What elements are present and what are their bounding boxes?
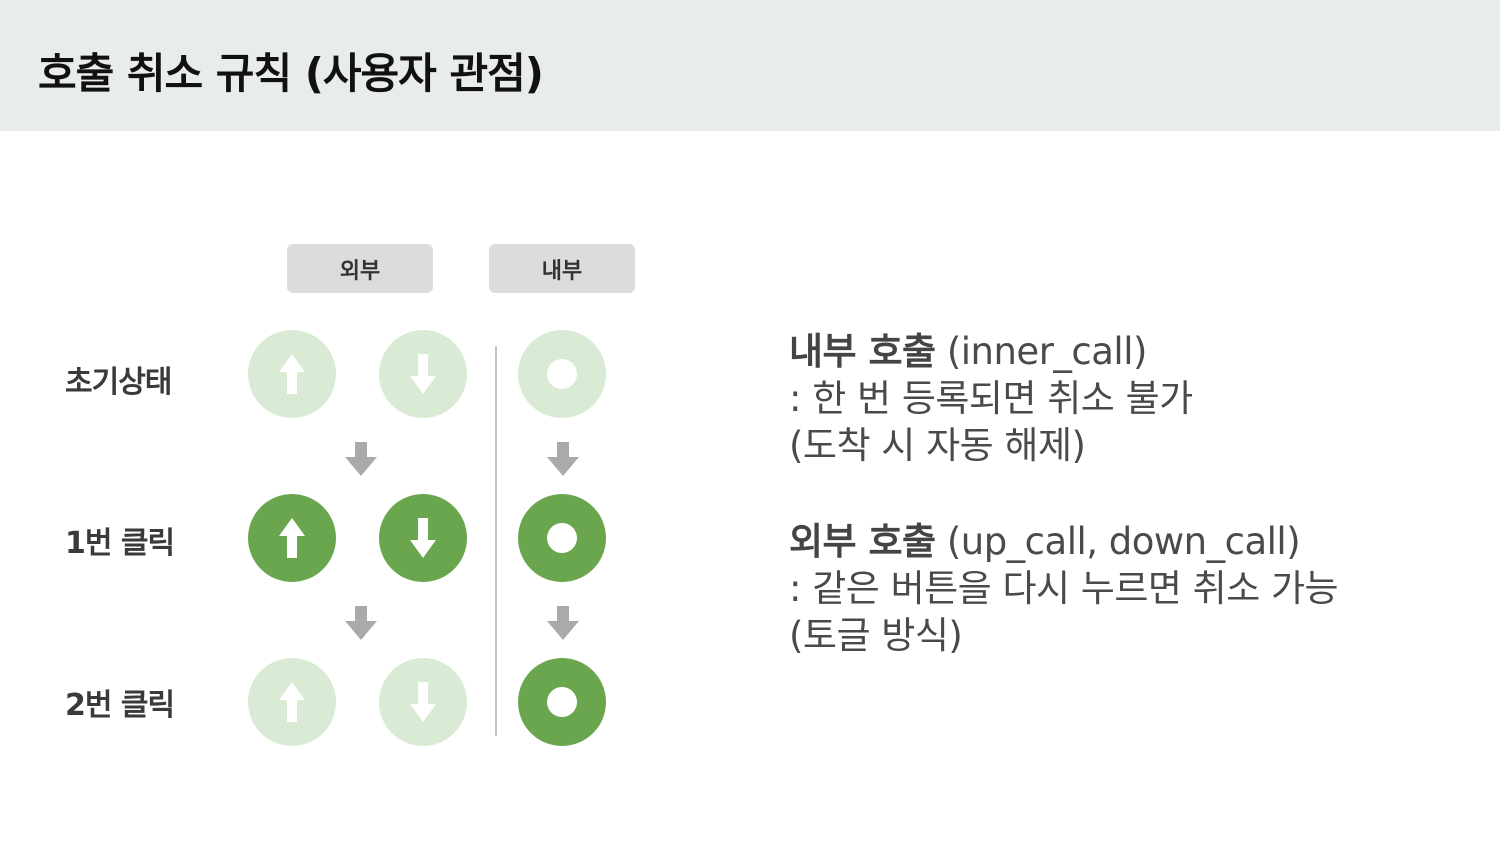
inner-call-rule: : 한 번 등록되면 취소 불가 xyxy=(789,377,1193,420)
outer-up-button-initial xyxy=(248,330,336,418)
inner-button-initial xyxy=(518,330,606,418)
step-down-arrow-icon xyxy=(547,442,579,476)
outer-up-button-click1 xyxy=(248,494,336,582)
outer-call-note: (토글 방식) xyxy=(789,614,963,657)
outer-call-description: 외부 호출 (up_call, down_call) : 같은 버튼을 다시 누… xyxy=(789,518,1339,659)
row-label-click1: 1번 클릭 xyxy=(65,526,175,561)
step-down-arrow-icon xyxy=(547,606,579,640)
outer-down-button-click1 xyxy=(379,494,467,582)
outer-call-code: (up_call, down_call) xyxy=(946,520,1301,563)
outer-down-button-initial xyxy=(379,330,467,418)
outer-down-button-click2 xyxy=(379,658,467,746)
circle-dot-icon xyxy=(547,523,577,553)
inner-call-description: 내부 호출 (inner_call) : 한 번 등록되면 취소 불가 (도착 … xyxy=(789,328,1193,469)
up-arrow-icon xyxy=(279,682,305,722)
outer-call-title: 외부 호출 xyxy=(789,520,936,563)
inner-button-click2 xyxy=(518,658,606,746)
step-down-arrow-icon xyxy=(345,606,377,640)
circle-dot-icon xyxy=(547,687,577,717)
up-arrow-icon xyxy=(279,354,305,394)
column-header-outer: 외부 xyxy=(287,244,433,293)
row-label-click2: 2번 클릭 xyxy=(65,688,175,723)
circle-dot-icon xyxy=(547,359,577,389)
title-bar xyxy=(0,0,1500,131)
page-title: 호출 취소 규칙 (사용자 관점) xyxy=(38,49,544,98)
down-arrow-icon xyxy=(410,682,436,722)
outer-up-button-click2 xyxy=(248,658,336,746)
up-arrow-icon xyxy=(279,518,305,558)
row-label-initial: 초기상태 xyxy=(65,365,172,400)
column-header-inner: 내부 xyxy=(489,244,635,293)
down-arrow-icon xyxy=(410,518,436,558)
down-arrow-icon xyxy=(410,354,436,394)
step-down-arrow-icon xyxy=(345,442,377,476)
outer-call-rule: : 같은 버튼을 다시 누르면 취소 가능 xyxy=(789,567,1339,610)
inner-call-code: (inner_call) xyxy=(946,330,1148,373)
inner-call-note: (도착 시 자동 해제) xyxy=(789,424,1086,467)
column-divider xyxy=(495,346,497,736)
inner-button-click1 xyxy=(518,494,606,582)
inner-call-title: 내부 호출 xyxy=(789,330,936,373)
